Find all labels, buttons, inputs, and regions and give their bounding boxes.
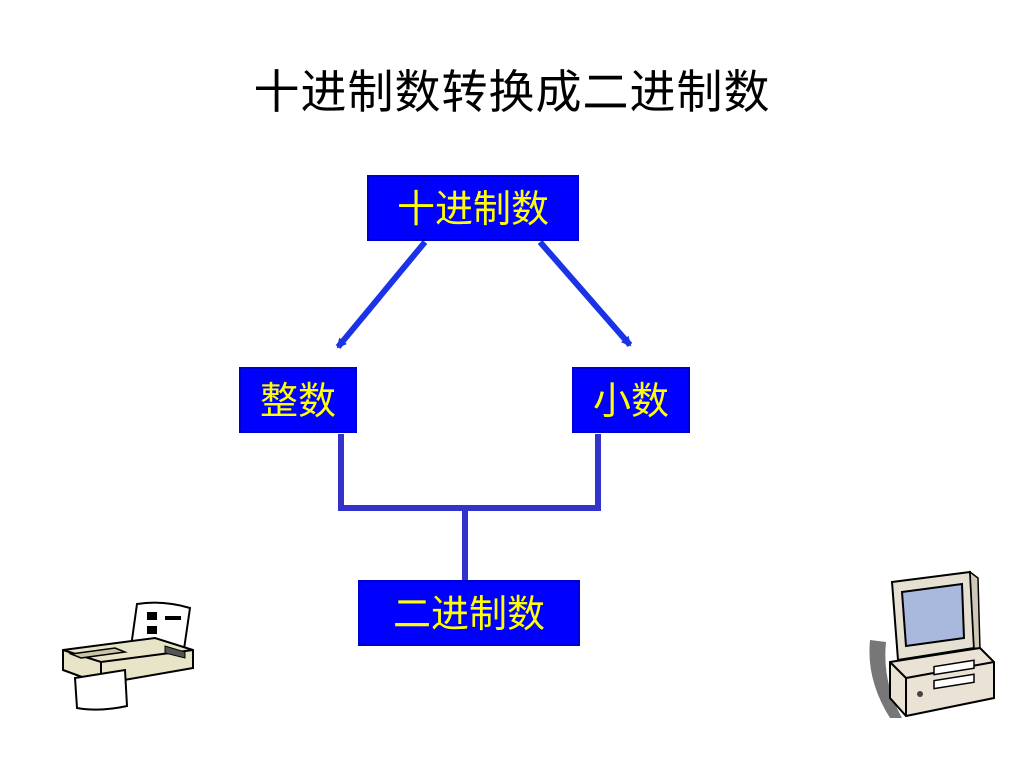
connector-fraction-to-binary (465, 434, 601, 511)
desktop-computer-icon (869, 570, 995, 718)
node-decimal-number: 十进制数 (367, 175, 579, 241)
fax-printer-icon (62, 601, 194, 711)
arrow-to-integer (335, 240, 428, 349)
connector-integer-to-binary (338, 434, 465, 511)
node-fraction-part: 小数 (572, 367, 690, 433)
slide-title: 十进制数转换成二进制数 (253, 65, 771, 119)
node-binary-number: 二进制数 (358, 580, 580, 646)
node-integer-part: 整数 (239, 367, 357, 433)
arrow-to-fraction (537, 240, 633, 347)
